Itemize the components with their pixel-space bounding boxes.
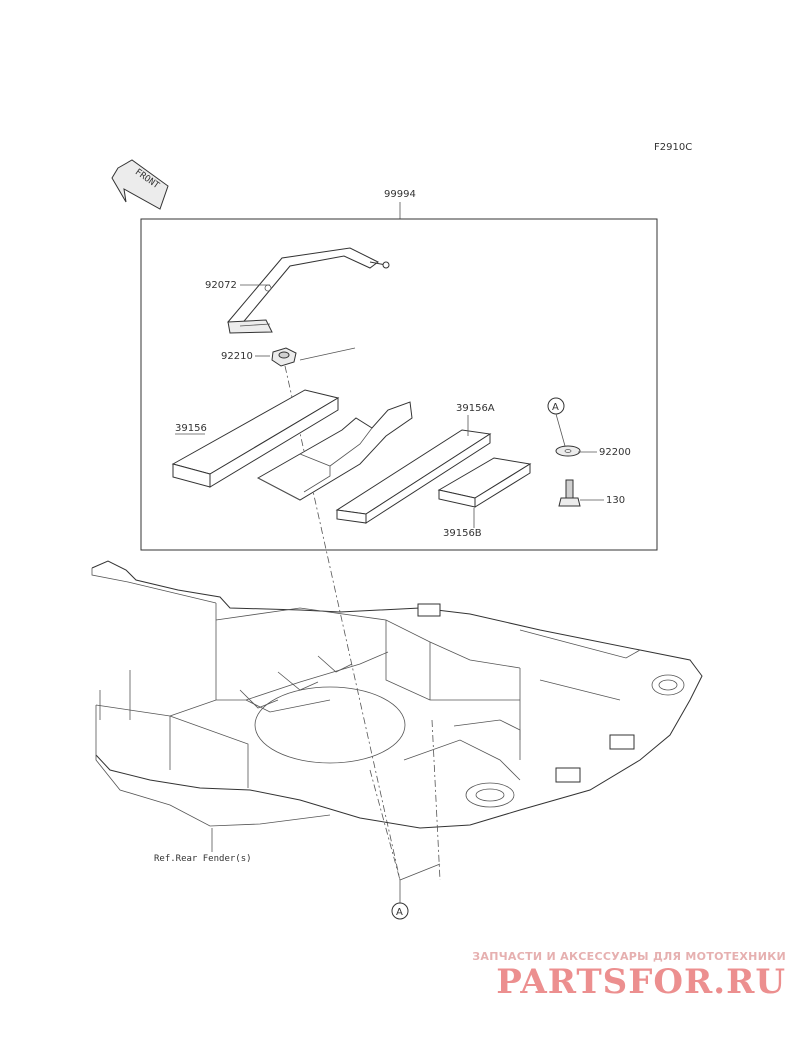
- pad-39156: [171, 389, 340, 488]
- bracket-92072: [227, 247, 390, 334]
- rear-fender: [91, 560, 703, 829]
- pad-39156B: [437, 457, 532, 508]
- label-39156B: 39156B: [443, 528, 482, 539]
- ref-a-top: A: [547, 397, 566, 447]
- assembly-label: 99994: [384, 189, 416, 200]
- bolt-130: [558, 479, 581, 507]
- battery-tray: [256, 401, 413, 501]
- watermark-brand: PARTSFOR.RU: [496, 962, 786, 1002]
- svg-text:A: A: [552, 402, 559, 413]
- label-39156A: 39156A: [456, 403, 495, 414]
- watermark: ЗАПЧАСТИ И АКСЕССУАРЫ ДЛЯ МОТОТЕХНИКИ PA…: [472, 950, 786, 1001]
- ref-a-bottom: A: [391, 880, 409, 920]
- pad-39156A: [335, 429, 492, 524]
- label-rear-fender: Ref.Rear Fender(s): [154, 854, 252, 864]
- watermark-tagline: ЗАПЧАСТИ И АКСЕССУАРЫ ДЛЯ МОТОТЕХНИКИ: [472, 950, 786, 963]
- nut-92210: [271, 347, 297, 367]
- label-92200: 92200: [599, 447, 631, 458]
- label-92210: 92210: [221, 351, 253, 362]
- diagram-code: F2910C: [654, 142, 692, 153]
- label-130: 130: [606, 495, 625, 506]
- front-arrow-icon: FRONT: [111, 159, 169, 210]
- svg-text:A: A: [396, 907, 403, 918]
- label-39156: 39156: [175, 423, 207, 434]
- label-92072: 92072: [205, 280, 237, 291]
- washer-92200: [555, 445, 581, 457]
- assembly-box: [140, 218, 658, 551]
